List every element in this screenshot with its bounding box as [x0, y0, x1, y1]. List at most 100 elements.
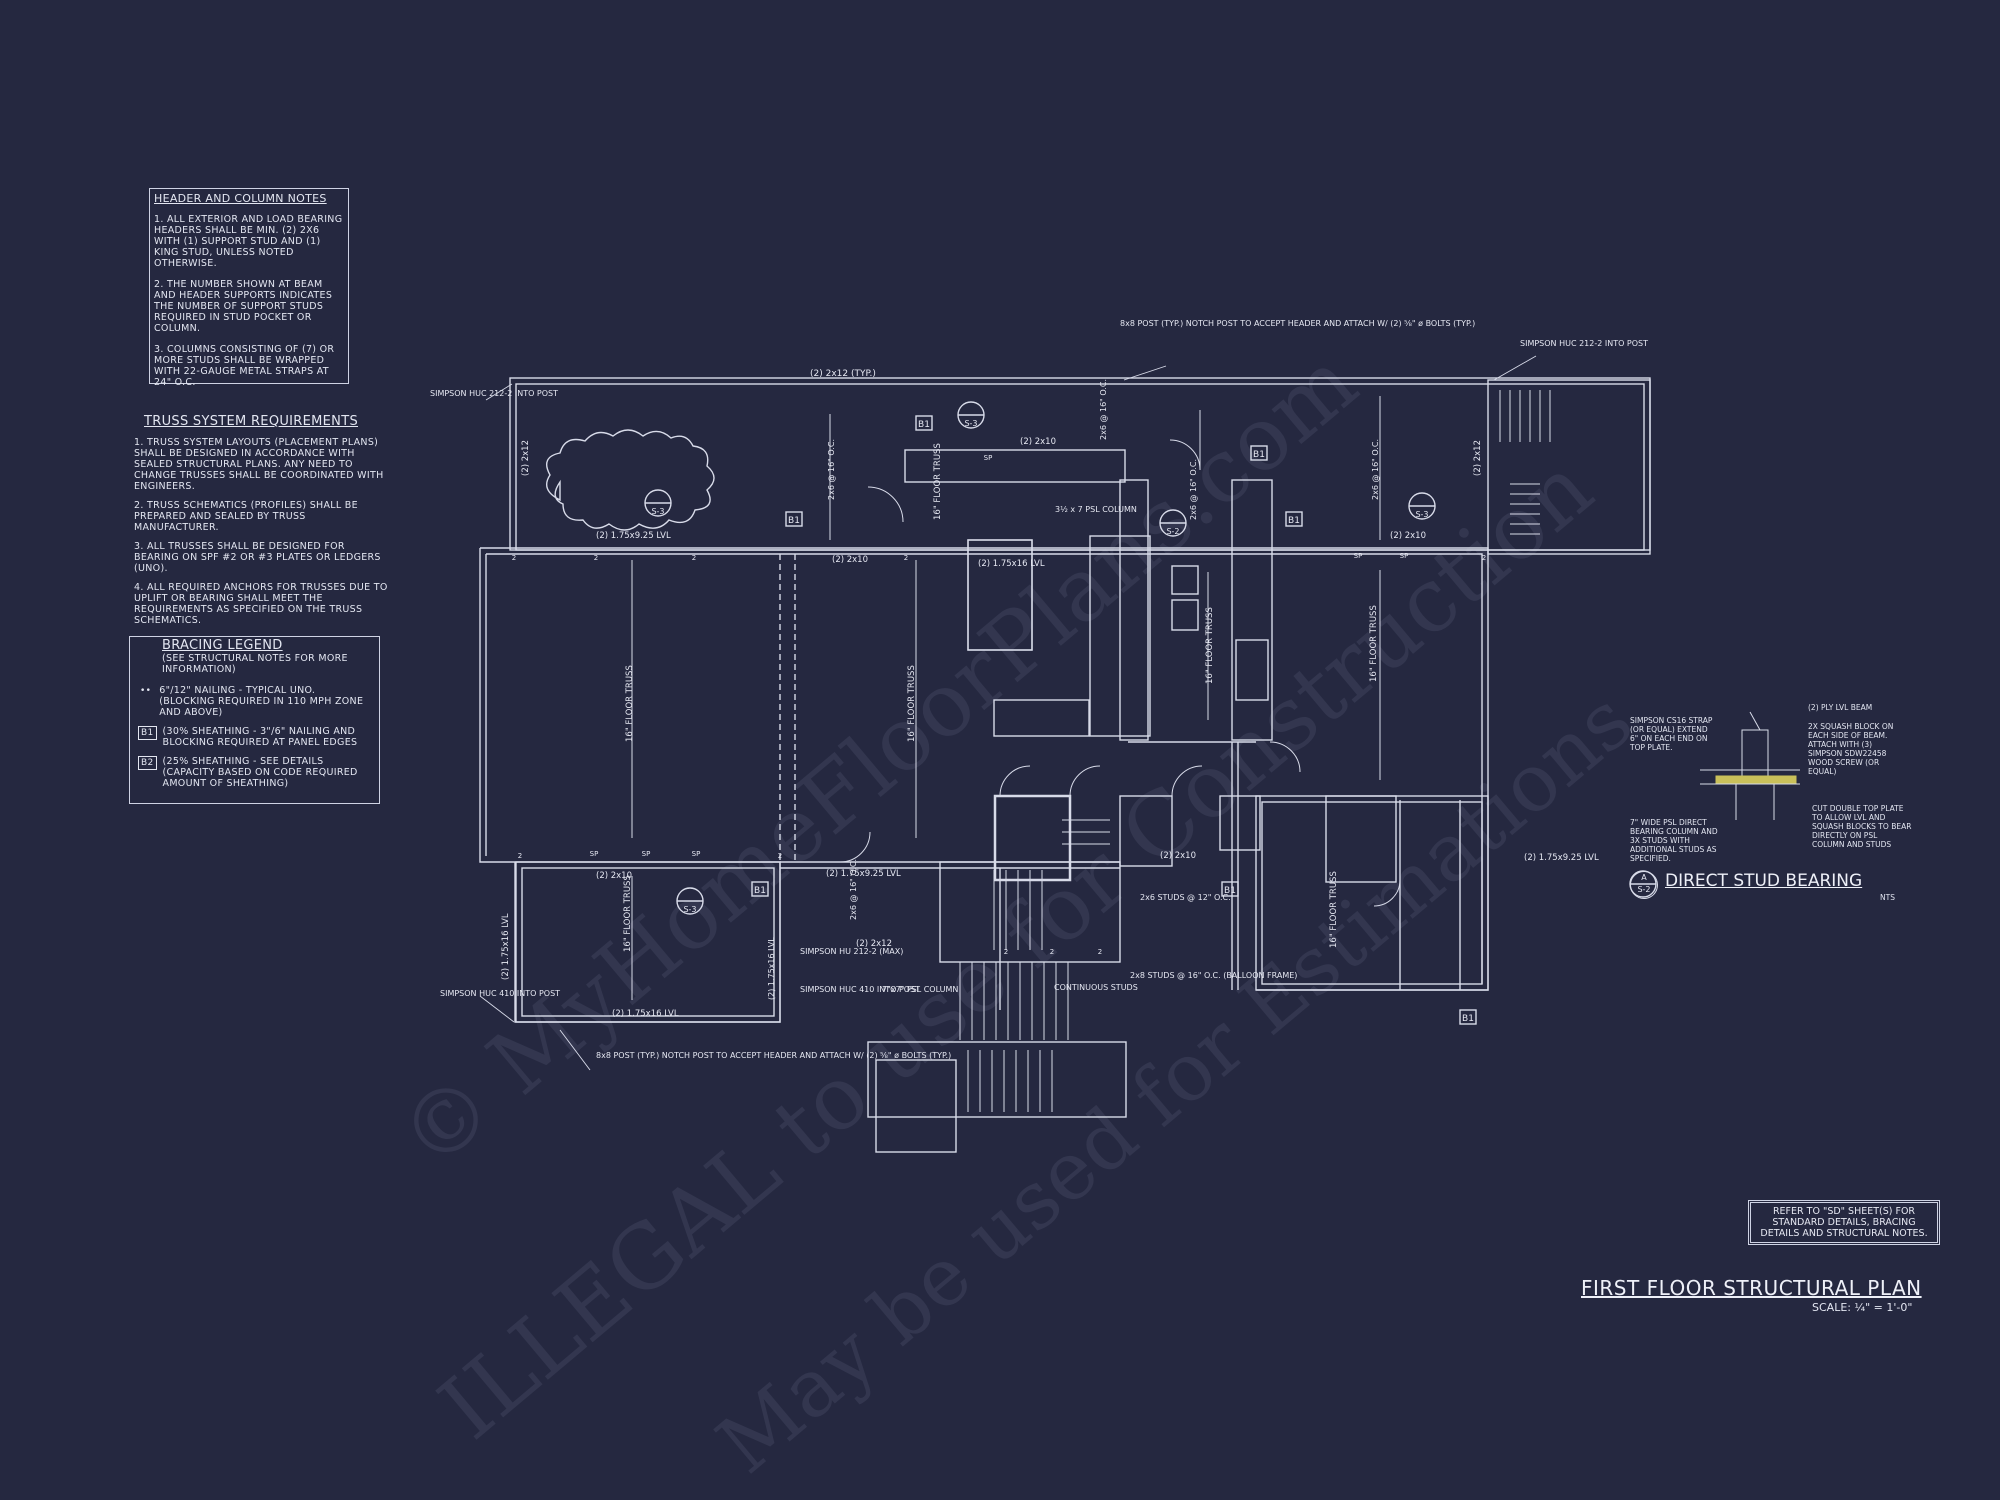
bracing-key-b1: B1	[138, 726, 157, 740]
label-post-top: 8x8 POST (TYP.) NOTCH POST TO ACCEPT HEA…	[1120, 319, 1475, 328]
bracing-key-b2: B2	[138, 756, 157, 770]
label-simpson-huc: SIMPSON HUC 410 INTO POST	[800, 985, 920, 994]
header-note-1: 1. ALL EXTERIOR AND LOAD BEARING HEADERS…	[154, 214, 343, 269]
refer-note-box: REFER TO "SD" SHEET(S) FOR STANDARD DETA…	[1748, 1200, 1940, 1245]
detail-note-cut: CUT DOUBLE TOP PLATE TO ALLOW LVL AND SQ…	[1812, 804, 1912, 849]
stud-pocket-labels: SP SP SP SP SP SP 2 2 2 2 2 2 2 2 2 2	[512, 454, 1486, 956]
svg-text:2: 2	[692, 554, 696, 562]
svg-text:S-3: S-3	[651, 507, 664, 516]
header-column-notes: HEADER AND COLUMN NOTES 1. ALL EXTERIOR …	[149, 188, 349, 388]
header-note-2: 2. THE NUMBER SHOWN AT BEAM AND HEADER S…	[154, 279, 333, 334]
label-vert-lvl: (2) 1.75x16 LVL	[501, 913, 511, 980]
interior-stair-treads	[993, 819, 1110, 950]
header-notes-title: HEADER AND COLUMN NOTES	[154, 192, 327, 205]
bracing-tag-labels: B1 B1 B1 B1 B1 B1 B1	[754, 420, 1474, 1024]
bracing-legend-subtitle: (SEE STRUCTURAL NOTES FOR MORE INFORMATI…	[162, 653, 348, 675]
svg-text:2: 2	[1098, 948, 1102, 956]
label-floor-truss-4: 16" FLOOR TRUSS	[1369, 605, 1379, 682]
label-floor-truss-3: 16" FLOOR TRUSS	[1205, 607, 1215, 684]
detail-note-strap: SIMPSON CS16 STRAP (OR EQUAL) EXTEND 6" …	[1630, 716, 1713, 752]
svg-text:SP: SP	[1400, 552, 1409, 560]
label-header-2x12: (2) 2x12	[856, 939, 892, 949]
bracing-text-nailing: 6"/12" NAILING - TYPICAL UNO. (BLOCKING …	[159, 685, 364, 718]
label-post-bottom: 8x8 POST (TYP.) NOTCH POST TO ACCEPT HEA…	[596, 1051, 951, 1060]
svg-text:B1: B1	[788, 516, 800, 526]
front-left-porch-inner	[521, 867, 775, 1017]
label-floor-truss-1: 16" FLOOR TRUSS	[625, 665, 635, 742]
label-lower-center-hdr: (2) 1.75x9.25 LVL	[826, 869, 901, 879]
svg-text:B1: B1	[1462, 1014, 1474, 1024]
label-right-lvl: (2) 1.75x9.25 LVL	[1524, 853, 1599, 863]
svg-text:2: 2	[904, 554, 908, 562]
label-psl-column: 3½ x 7 PSL COLUMN	[1055, 505, 1137, 514]
label-lvl-left: (2) 1.75x9.25 LVL	[596, 531, 671, 541]
interior-walls	[779, 449, 1489, 1010]
front-left-porch	[515, 861, 781, 1023]
bracing-row-nailing: •• 6"/12" NAILING - TYPICAL UNO. (BLOCKI…	[138, 685, 371, 718]
label-lvl-right: (2) 2x10	[1390, 531, 1426, 541]
header-note-3: 3. COLUMNS CONSISTING OF (7) OR MORE STU…	[154, 344, 335, 388]
label-simpson-hu: SIMPSON HU 212-2 (MAX)	[800, 947, 903, 956]
svg-text:B1: B1	[1224, 886, 1236, 896]
svg-text:SP: SP	[642, 850, 651, 858]
label-lower-left-hdr: (2) 2x10	[596, 871, 632, 881]
label-vert-lvl-2: (2) 1.75x16 LVL	[767, 937, 776, 1000]
bracing-key-nailing: ••	[140, 686, 152, 696]
bracing-row-b1: B1 (30% SHEATHING - 3"/6" NAILING AND BL…	[138, 726, 371, 748]
front-stairs	[867, 1041, 1127, 1118]
truss-note-1: 1. TRUSS SYSTEM LAYOUTS (PLACEMENT PLANS…	[134, 437, 384, 492]
label-studs-12-4: 2x6 @ 16" O.C.	[1189, 459, 1198, 520]
label-simpson-tr: SIMPSON HUC 212-2 INTO POST	[1520, 339, 1648, 348]
detail-note-squash: 2X SQUASH BLOCK ON EACH SIDE OF BEAM. AT…	[1808, 722, 1894, 776]
svg-text:S-3: S-3	[964, 419, 977, 428]
svg-text:2: 2	[1482, 554, 1486, 562]
svg-text:2: 2	[518, 852, 522, 860]
detail-note-psl: 7" WIDE PSL DIRECT BEARING COLUMN AND 3X…	[1630, 818, 1718, 863]
truss-note-2: 2. TRUSS SCHEMATICS (PROFILES) SHALL BE …	[134, 500, 358, 533]
detail-nts: NTS	[1880, 893, 1895, 902]
label-cont-studs: CONTINUOUS STUDS	[1054, 983, 1138, 992]
door-swings	[839, 439, 1401, 907]
leader-lines	[479, 355, 1537, 1071]
label-bottom-lvl: (2) 1.75x16 LVL	[612, 1009, 679, 1019]
label-top-beam: (2) 2x12 (TYP.)	[810, 369, 876, 379]
front-stair-treads	[959, 962, 1069, 1112]
detail-note-beam: (2) PLY LVL BEAM	[1808, 703, 1873, 712]
label-psl7: 7"x7" PSL COLUMN	[882, 985, 958, 994]
deck-stair-treads	[1499, 390, 1551, 535]
svg-text:B1: B1	[754, 886, 766, 896]
svg-text:S-2: S-2	[1166, 527, 1179, 536]
svg-text:2: 2	[1004, 948, 1008, 956]
label-lower-right-hdr: (2) 2x10	[1160, 851, 1196, 861]
truss-note-4: 4. ALL REQUIRED ANCHORS FOR TRUSSES DUE …	[134, 582, 388, 626]
svg-text:2: 2	[594, 554, 598, 562]
detail-tag: A S-2	[1630, 871, 1658, 899]
label-lvl-center: (2) 2x10	[832, 555, 868, 565]
label-studs-12-2: 2x6 @ 16" O.C.	[1371, 439, 1380, 500]
detail-direct-stud-bearing	[1700, 711, 1800, 820]
bracing-row-b2: B2 (25% SHEATHING - SEE DETAILS (CAPACIT…	[138, 756, 371, 789]
bracing-text-b2: (25% SHEATHING - SEE DETAILS (CAPACITY B…	[162, 756, 358, 789]
tray-ceiling-cloud	[546, 429, 715, 531]
truss-system-requirements: TRUSS SYSTEM REQUIREMENTS 1. TRUSS SYSTE…	[134, 415, 392, 634]
label-kitchen-header: (2) 2x10	[1020, 437, 1056, 447]
bracing-legend-title: BRACING LEGEND	[162, 638, 283, 653]
label-floor-truss-6: 16" FLOOR TRUSS	[1329, 871, 1339, 948]
deck-stairs-right	[1487, 379, 1651, 555]
svg-text:SP: SP	[984, 454, 993, 462]
bracing-legend: BRACING LEGEND (SEE STRUCTURAL NOTES FOR…	[129, 636, 380, 804]
detail-tag-sheet: S-2	[1637, 885, 1651, 894]
bracing-tags	[751, 415, 1477, 1025]
svg-text:S-3: S-3	[683, 905, 696, 914]
rear-porch-inner	[515, 383, 1645, 551]
svg-text:2: 2	[512, 554, 516, 562]
svg-text:SP: SP	[1354, 552, 1363, 560]
svg-text:B1: B1	[1253, 450, 1265, 460]
label-studs-12-5: 2x6 @ 16" O.C.	[849, 859, 858, 920]
front-stairs-lower	[875, 1059, 957, 1153]
plan-title: FIRST FLOOR STRUCTURAL PLAN	[1581, 1276, 1922, 1300]
label-floor-truss-2: 16" FLOOR TRUSS	[907, 665, 917, 742]
plan-scale: SCALE: ¼" = 1'-0"	[1812, 1301, 1913, 1314]
svg-text:B1: B1	[1288, 516, 1300, 526]
